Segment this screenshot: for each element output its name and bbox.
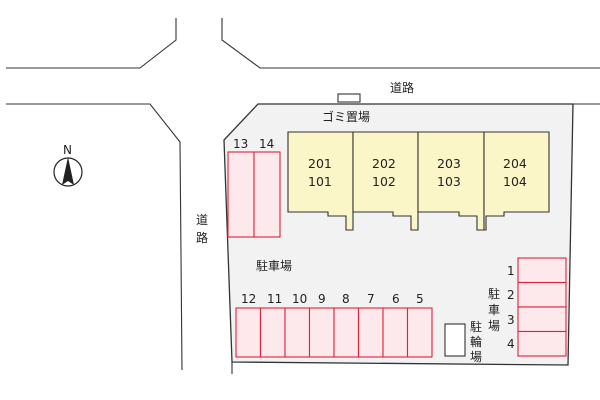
parking-group-top-left: 13 14 (227, 137, 281, 238)
parking-number: 11 (267, 292, 282, 306)
garbage-area (337, 93, 361, 103)
building-unit: 202 102 (352, 131, 419, 231)
parking-number: 14 (259, 137, 274, 151)
parking-number: 10 (292, 292, 307, 306)
road-edge-top-right (221, 18, 600, 69)
parking-space (357, 307, 384, 358)
parking-number: 6 (392, 292, 400, 306)
parking-number: 12 (241, 292, 256, 306)
unit-upper: 204 (503, 156, 527, 171)
unit-upper: 202 (372, 156, 396, 171)
bicycle-parking-label: 駐 (470, 319, 482, 334)
unit-lower: 104 (503, 174, 527, 189)
compass: N (53, 143, 83, 187)
bicycle-parking: 駐 輪 場 (444, 319, 482, 364)
building-outline (483, 131, 550, 231)
parking-number: 4 (507, 337, 515, 351)
road-label-left-2: 路 (196, 230, 208, 245)
unit-upper: 203 (437, 156, 461, 171)
unit-lower: 103 (437, 174, 461, 189)
parking-space (517, 257, 567, 284)
parking-number: 5 (416, 292, 424, 306)
unit-lower: 102 (372, 174, 396, 189)
parking-space (382, 307, 409, 358)
unit-upper: 201 (308, 156, 332, 171)
road-label-top: 道路 (390, 80, 414, 95)
parking-space (284, 307, 311, 358)
parking-main-label: 駐車場 (256, 258, 292, 273)
parking-number: 9 (318, 292, 326, 306)
parking-space (517, 330, 567, 357)
building-unit: 203 103 (417, 131, 485, 231)
building-row: 201 101 202 102 203 103 204 104 (287, 131, 550, 231)
parking-number: 3 (507, 313, 515, 327)
garbage-label: ゴミ置場 (322, 109, 370, 124)
bicycle-parking-label: 場 (470, 350, 482, 364)
compass-north-label: N (63, 143, 72, 157)
parking-side-label: 駐 (488, 286, 500, 301)
road-label-left-1: 道 (196, 213, 208, 227)
compass-needle-icon (62, 157, 74, 185)
parking-space (308, 307, 335, 358)
parking-number: 13 (233, 137, 248, 151)
parking-space (333, 307, 360, 358)
parking-space (406, 307, 433, 358)
parking-space (517, 281, 567, 308)
parking-space (253, 151, 281, 238)
parking-space (517, 306, 567, 333)
parking-space (227, 151, 255, 238)
parking-side-label: 車 (488, 303, 500, 317)
building-unit: 204 104 (483, 131, 550, 231)
unit-lower: 101 (308, 174, 332, 189)
parking-number: 1 (507, 264, 515, 278)
road-edge-top-left (6, 18, 177, 69)
parking-space (259, 307, 286, 358)
parking-group-right: 1 2 3 4 駐 車 場 (488, 257, 567, 357)
bicycle-parking-label: 輪 (470, 334, 482, 349)
parking-number: 7 (367, 292, 375, 306)
parking-number: 2 (507, 288, 515, 302)
parking-space (235, 307, 262, 358)
parking-side-label: 場 (488, 319, 500, 333)
parking-group-bottom: 12 11 10 9 8 7 6 5 (235, 292, 433, 358)
parking-number: 8 (342, 292, 350, 306)
bicycle-parking-area (444, 323, 466, 357)
road-lines (6, 18, 600, 374)
road-edge-mid (6, 103, 183, 371)
